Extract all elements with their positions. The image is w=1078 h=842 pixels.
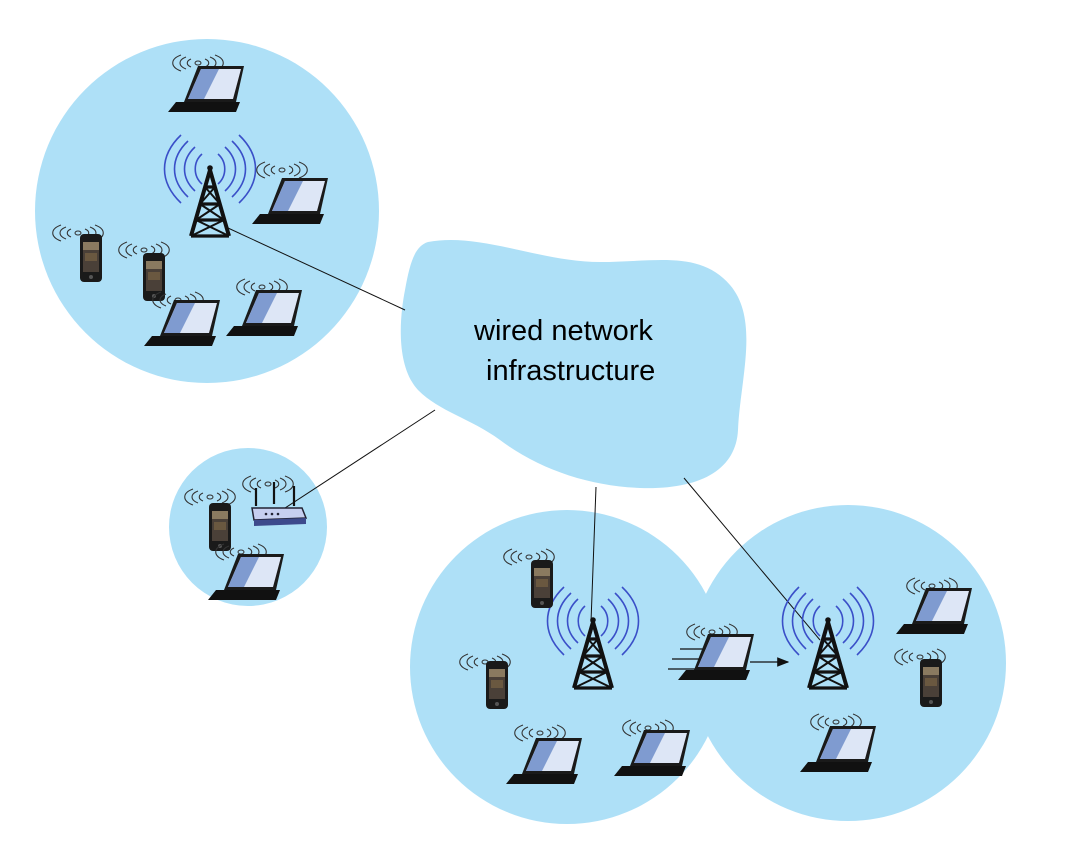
moving-laptop-speed-lines [668,648,704,670]
link-router [281,409,436,511]
smartphone-icon [486,661,508,709]
cell-bottom-right [690,505,1006,821]
smartphone-icon [80,234,102,282]
wired-network-cloud [400,239,747,489]
cloud-label-line1: wired network [473,315,653,347]
cell-small-wifi [169,448,327,606]
link-top-tower [227,227,406,311]
link-bottom-left-tower [590,486,597,623]
cloud-label-line2: infrastructure [486,355,655,387]
smartphone-icon [920,659,942,707]
smartphone-icon [531,560,553,608]
smartphone-icon [209,503,231,551]
link-bottom-right-tower [683,477,821,641]
smartphone-icon [143,253,165,301]
